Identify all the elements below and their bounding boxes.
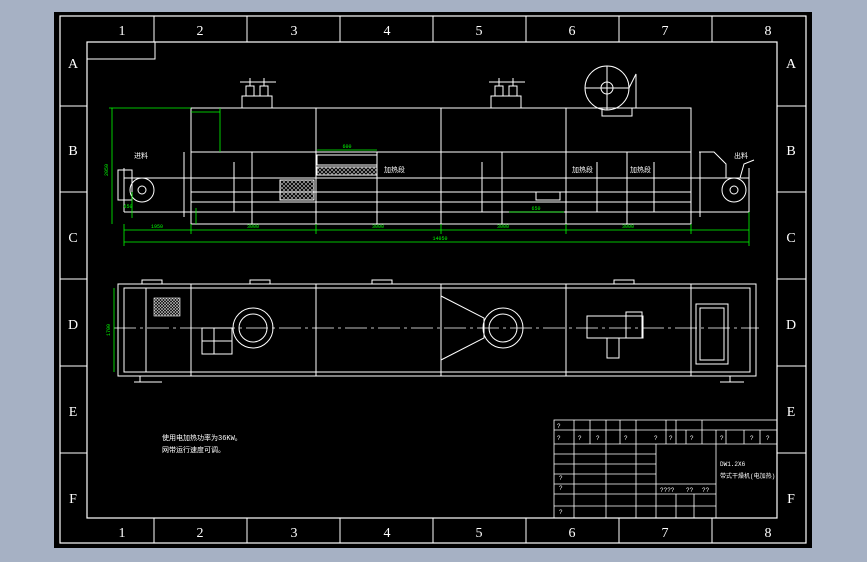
col-label-top-6: 6 (569, 24, 576, 39)
col-label-bottom-6: 6 (569, 526, 576, 541)
tb-cell-6: ? (669, 435, 673, 442)
row-label-left-C: C (68, 231, 77, 246)
tb-cell-10: ? (766, 435, 770, 442)
dim-inner-low: 650 (531, 206, 540, 212)
label-heat-zone-2: 加热段 (572, 165, 593, 175)
dim-seg-3: 3000 (372, 224, 384, 230)
dim-seg-4: 3000 (497, 224, 509, 230)
plan-heater-hatch (153, 297, 181, 317)
tb-small-0: ? (559, 475, 563, 482)
note-line-2: 网带运行速度可调。 (162, 445, 225, 455)
col-label-top-7: 7 (662, 24, 669, 39)
col-label-bottom-2: 2 (197, 526, 204, 541)
tb-cell-4: ? (624, 435, 628, 442)
heater-strip (317, 167, 377, 175)
col-label-top-8: 8 (765, 24, 772, 39)
dim-height-total: 2050 (104, 164, 110, 176)
row-label-left-E: E (69, 405, 78, 420)
row-label-right-C: C (786, 231, 795, 246)
row-label-left-A: A (68, 57, 79, 72)
col-label-bottom-7: 7 (662, 526, 669, 541)
outer-border (59, 15, 807, 544)
tb-cell-9: ? (750, 435, 754, 442)
dim-seg-2: 3000 (247, 224, 259, 230)
row-label-left-D: D (68, 318, 78, 333)
col-label-top-4: 4 (384, 24, 391, 39)
dim-seg-1: 1950 (151, 224, 163, 230)
tb-drawing-code: DW1.2X6 (720, 461, 746, 468)
dim-height-feed: 650 (123, 204, 132, 210)
label-heat-zone-1: 加热段 (384, 165, 405, 175)
tb-drawing-name: 带式干燥机(电加热) (720, 472, 775, 480)
tb-cell-1: ? (557, 435, 561, 442)
col-label-top-2: 2 (197, 24, 204, 39)
tb-cell-2: ? (578, 435, 582, 442)
col-label-top-5: 5 (476, 24, 483, 39)
tb-cell-0: ? (557, 423, 561, 430)
inner-border (86, 41, 778, 519)
row-label-left-F: F (69, 492, 77, 507)
row-label-right-E: E (787, 405, 796, 420)
tb-cell-5: ? (654, 435, 658, 442)
tb-scale-0: ???? (660, 487, 675, 494)
tb-scale-1: ?? (686, 487, 694, 494)
tb-cell-8: ? (720, 435, 724, 442)
dim-seg-5: 3000 (622, 224, 634, 230)
heater-hatch (280, 180, 314, 200)
tb-small-1: ? (559, 485, 563, 492)
col-label-top-3: 3 (291, 24, 298, 39)
col-label-bottom-4: 4 (384, 526, 391, 541)
tb-cell-7: ? (690, 435, 694, 442)
note-line-1: 使用电加热功率为36KW。 (162, 433, 242, 443)
tb-cell-3: ? (596, 435, 600, 442)
label-outlet: 出料 (734, 151, 748, 161)
corner-tab (86, 41, 156, 60)
zone-ticks (60, 16, 806, 543)
col-label-bottom-5: 5 (476, 526, 483, 541)
col-label-bottom-3: 3 (291, 526, 298, 541)
row-label-left-B: B (68, 144, 77, 159)
cad-drawing-canvas: 1 2 3 4 5 6 7 8 1 2 3 4 5 6 7 8 A B C D … (54, 12, 812, 548)
front-elevation: 进料 出料 加热段 加热段 加热段 2050 (104, 65, 755, 246)
label-heat-zone-3: 加热段 (630, 165, 651, 175)
cad-drawing: 1 2 3 4 5 6 7 8 1 2 3 4 5 6 7 8 A B C D … (59, 15, 807, 544)
col-label-bottom-8: 8 (765, 526, 772, 541)
row-label-right-B: B (786, 144, 795, 159)
dim-inner-top: 600 (342, 144, 351, 150)
row-label-right-D: D (786, 318, 796, 333)
row-label-right-A: A (786, 57, 797, 72)
label-inlet: 进料 (134, 151, 148, 161)
row-label-right-F: F (787, 492, 795, 507)
dim-plan-width: 1700 (106, 324, 112, 336)
title-block: ? ? ? ? ? ? ? ? ? ? ? DW1.2X6 带式干燥机(电加热)… (553, 419, 778, 519)
tb-small-2: ? (559, 509, 563, 516)
dim-overall: 14050 (432, 236, 447, 242)
col-label-top-1: 1 (119, 24, 126, 39)
plan-view: 1700 (106, 279, 759, 383)
col-label-bottom-1: 1 (119, 526, 126, 541)
tb-scale-2: ?? (702, 487, 710, 494)
